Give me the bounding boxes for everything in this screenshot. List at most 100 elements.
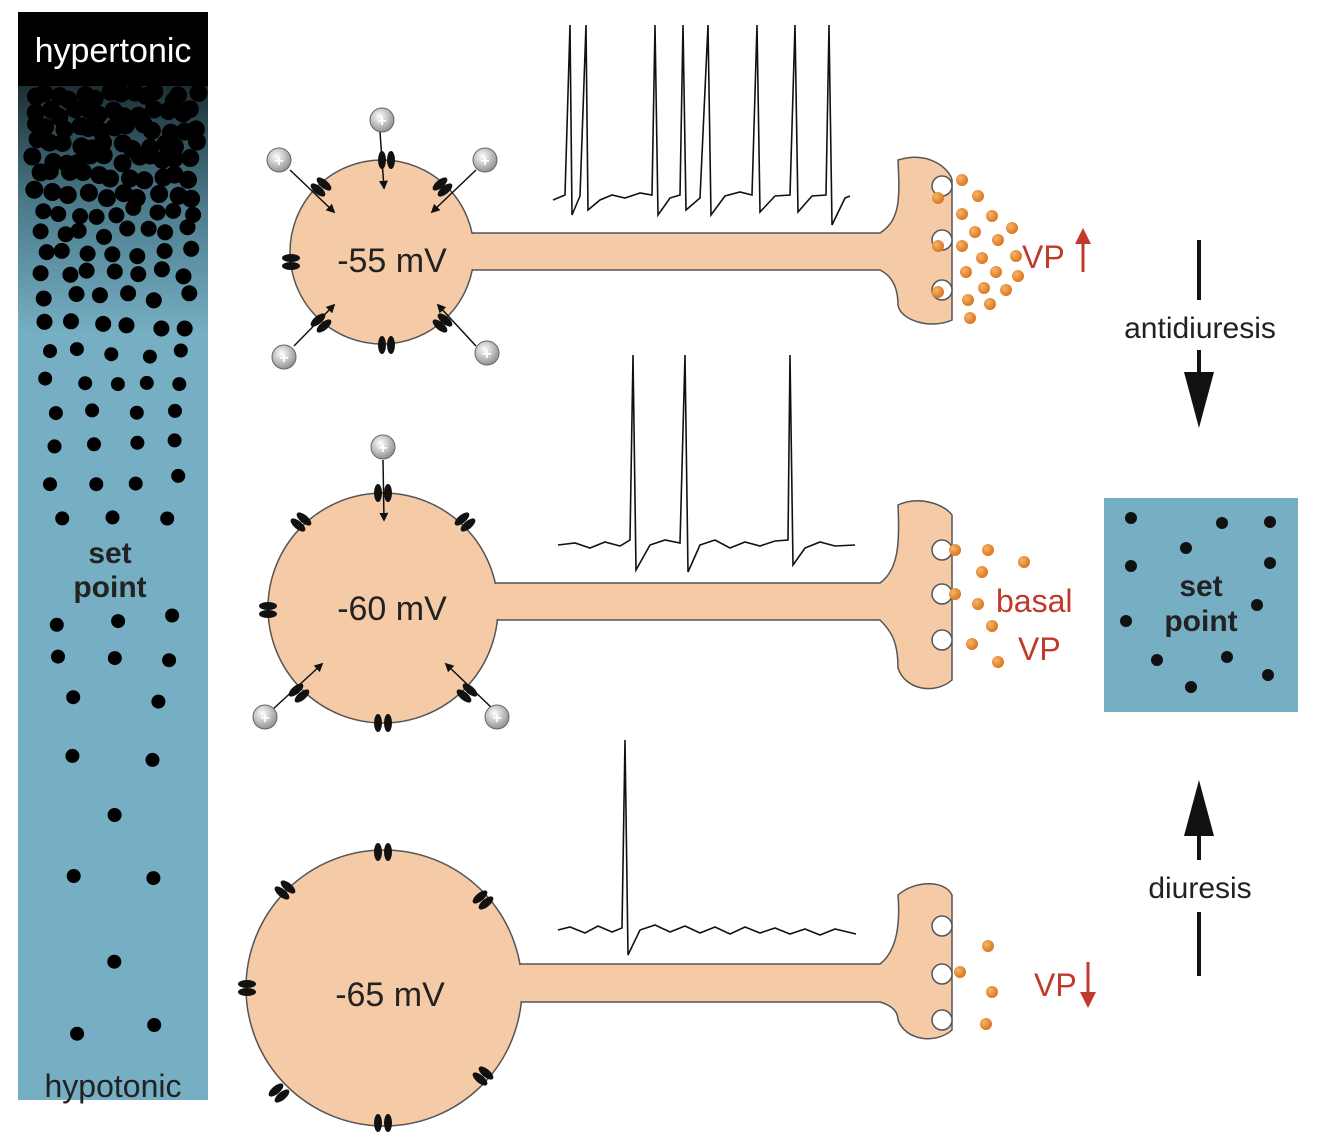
osmolyte-dot [72,208,89,225]
neuron-3-spike-trace [557,739,857,956]
neuron-1-vp-label: VP [1022,239,1065,275]
neuron-2-basal-label: basal [996,583,1073,619]
diuresis-label: diuresis [1148,872,1251,905]
osmolyte-dot [88,208,105,225]
svg-text:+: + [492,710,501,727]
neuron-1-spike-trace [552,24,851,226]
osmolyte-dot [85,403,100,418]
hypertonic-cap [18,12,208,86]
osmolyte-dot [150,185,169,203]
osmolyte-dot [55,511,70,526]
neuron-3-vesicles [954,940,998,1030]
osmolyte-dot [162,653,177,668]
bar-point-label: point [73,571,146,604]
neuron-2-vesicles [949,544,1030,668]
osmolyte-dot [47,439,62,454]
osmolyte-dot [105,510,120,525]
set-point-box-point: point [1164,605,1237,638]
osmolyte-dot [53,242,70,259]
osmolyte-dot [153,261,170,278]
osmolyte-dot [189,83,208,102]
diuresis-arrow-icon [1184,780,1214,976]
osmolyte-dot [125,199,142,216]
osmolyte-dot [181,149,200,167]
osmolyte-dot [107,651,122,666]
osmolyte-dot [145,292,162,309]
osmolyte-dot [38,371,53,386]
osmolyte-dot [48,406,63,421]
osmolyte-dot [179,219,196,236]
osmolyte-dot [116,116,135,135]
svg-text:+: + [260,710,269,727]
osmolyte-dot [106,263,123,280]
osmolyte-dot [110,377,125,392]
osmolyte-dot [40,162,59,180]
osmolyte-dot [94,146,113,165]
osmolyte-dot [130,266,147,283]
osmolyte-dot [113,154,132,173]
osmolyte-dot [36,313,53,330]
svg-text:+: + [482,346,491,363]
osmolyte-dot [57,226,74,243]
osmolyte-dot [65,748,80,763]
bar-set-label: set [88,537,131,570]
set-point-box-dots [1120,512,1276,693]
osmolyte-dot [35,84,54,103]
svg-text:+: + [480,153,489,170]
osmolyte-dot [173,343,188,358]
neuron-2-body-terminal [469,500,953,690]
hypotonic-label: hypotonic [45,1068,182,1104]
osmolyte-dot [112,84,131,103]
osmolyte-dot [62,266,79,283]
osmolyte-dot [151,694,166,709]
osmolyte-dot [176,320,193,337]
osmolyte-dot [69,342,84,357]
osmolyte-dot [49,617,64,632]
osmolyte-dot [142,349,157,364]
svg-text:+: + [274,153,283,170]
osmolyte-dot [32,223,49,240]
svg-text:+: + [378,440,387,457]
osmolyte-dot [43,183,62,201]
osmolyte-dot [139,375,154,390]
osmolyte-dot [70,1026,85,1041]
osmolyte-dot [129,248,146,265]
osmolyte-dot [165,149,184,168]
osmolyte-dot [146,871,161,886]
osmolyte-dot [107,954,122,969]
neuron-basal: -60 mV + + + basal VP [252,354,1073,732]
neuron-depolarized: -55 mV + + + + + [266,24,1091,370]
osmolyte-dot [63,313,79,330]
osmolyte-dot [43,344,57,359]
osmolyte-dot [43,477,57,492]
osmolyte-dot [23,147,42,166]
osmolyte-dot [89,105,108,124]
osmolyte-dot [55,120,74,139]
osmolyte-dot [40,133,59,152]
osmolyte-dot [74,163,93,182]
osmolyte-dot [167,433,182,448]
hypertonic-label: hypertonic [35,32,192,70]
osmolyte-dot [128,476,143,491]
neuron-3-potential: -65 mV [335,976,445,1014]
neuron-2-spike-trace [557,354,856,573]
osmolyte-dot [68,286,85,302]
osmolyte-dot [129,405,144,420]
osmolyte-dot [50,206,67,222]
osmolyte-dot [51,649,65,664]
osmolyte-dot [70,222,87,239]
osmolyte-dot [78,262,95,279]
osmolyte-dot [179,170,197,189]
osmolyte-dot [171,468,186,483]
right-panel: antidiuresis set point diuresis [1104,240,1298,976]
antidiuresis-label: antidiuresis [1124,312,1276,345]
osmolyte-dot [79,245,96,262]
osmolality-gradient-bar: hypertonic set point hypotonic [18,12,208,1104]
osmolyte-dot [165,608,180,623]
cation-icon: + [252,704,278,730]
osmolyte-dot [87,437,101,452]
neuron-2-vp-label: VP [1018,631,1061,667]
osmolyte-dot [145,82,164,101]
osmolyte-dot [35,290,52,307]
osmolyte-dot [78,376,93,391]
